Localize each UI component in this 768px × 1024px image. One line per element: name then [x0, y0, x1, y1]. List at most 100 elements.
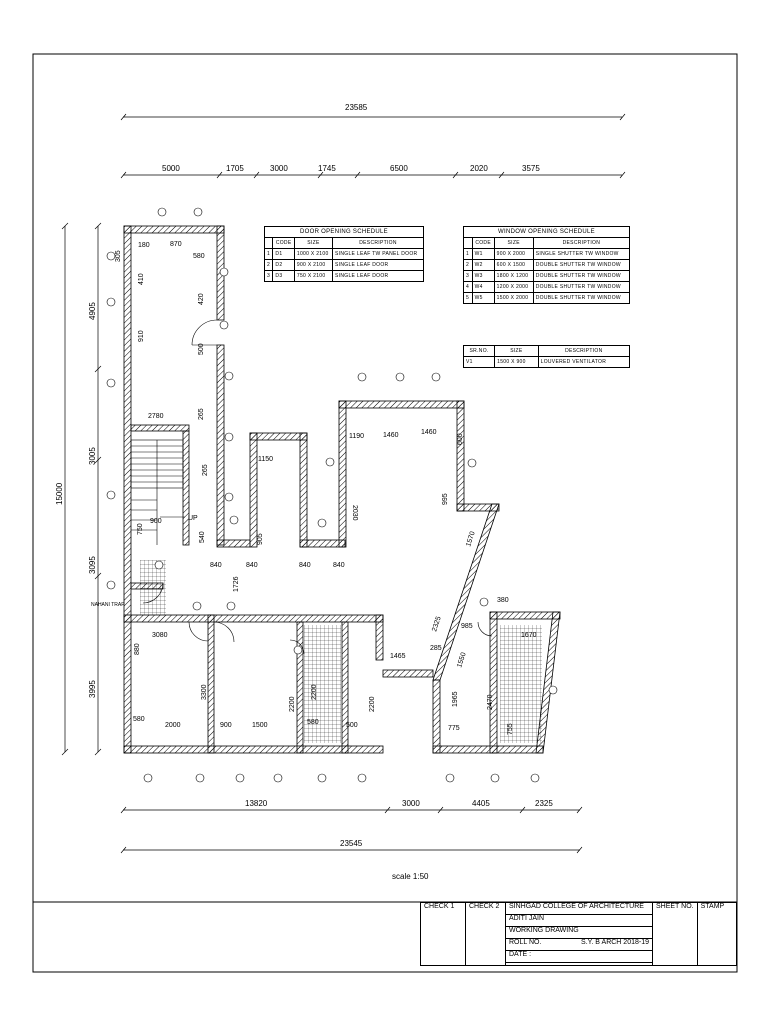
dim-top-6: 2020 [470, 164, 488, 173]
svg-text:1460: 1460 [383, 432, 399, 439]
svg-text:840: 840 [333, 562, 345, 569]
svg-text:1726: 1726 [233, 576, 240, 592]
toilet-tiles-1 [304, 625, 341, 743]
svg-text:755: 755 [507, 723, 514, 735]
svg-text:305: 305 [115, 250, 122, 262]
check2-cell: CHECK 2 [465, 902, 506, 966]
dimension-chain-top [120, 171, 626, 179]
svg-text:1465: 1465 [390, 653, 406, 660]
check1-cell: CHECK 1 [420, 902, 466, 966]
svg-text:750: 750 [137, 523, 144, 535]
svg-text:2470: 2470 [487, 694, 494, 710]
svg-text:2200: 2200 [311, 684, 318, 700]
svg-text:500: 500 [198, 343, 205, 355]
svg-text:2000: 2000 [165, 722, 181, 729]
svg-text:840: 840 [246, 562, 258, 569]
svg-text:900: 900 [150, 518, 162, 525]
svg-text:2325: 2325 [431, 616, 443, 633]
svg-text:775: 775 [448, 725, 460, 732]
svg-text:840: 840 [210, 562, 222, 569]
svg-text:580: 580 [193, 253, 205, 260]
svg-text:540: 540 [199, 531, 206, 543]
svg-text:995: 995 [442, 493, 449, 505]
svg-text:180: 180 [138, 242, 150, 249]
svg-text:580: 580 [133, 716, 145, 723]
scale-label: scale 1:50 [392, 872, 429, 881]
sheet-border [32, 53, 738, 973]
drawing-title: WORKING DRAWING [505, 926, 653, 939]
svg-text:600: 600 [457, 433, 464, 445]
svg-text:1550: 1550 [456, 652, 468, 669]
svg-text:265: 265 [198, 408, 205, 420]
svg-text:2200: 2200 [369, 696, 376, 712]
svg-text:3300: 3300 [201, 684, 208, 700]
svg-text:910: 910 [138, 330, 145, 342]
dim-bottom-4: 2325 [535, 799, 553, 808]
dim-bottom-1: 13820 [245, 799, 268, 808]
dim-left-overall: 15000 [55, 482, 64, 505]
stair-up-label: UP [188, 515, 198, 522]
svg-text:2780: 2780 [148, 413, 164, 420]
svg-text:1570: 1570 [465, 531, 477, 548]
svg-text:580: 580 [307, 719, 319, 726]
svg-text:420: 420 [198, 293, 205, 305]
dim-top-7: 3575 [522, 164, 540, 173]
svg-text:1460: 1460 [421, 429, 437, 436]
opening-tags [106, 207, 558, 783]
svg-text:2030: 2030 [351, 505, 358, 521]
dim-left-1: 4905 [88, 302, 97, 320]
svg-text:410: 410 [138, 273, 145, 285]
svg-text:985: 985 [461, 623, 473, 630]
dimension-chain-bottom [120, 806, 583, 854]
svg-text:380: 380 [497, 597, 509, 604]
svg-text:500: 500 [346, 722, 358, 729]
svg-text:1500: 1500 [252, 722, 268, 729]
svg-text:1965: 1965 [452, 691, 459, 707]
dim-top-2: 1705 [226, 164, 244, 173]
staircase [130, 439, 185, 545]
dim-text-overall-top: 23585 [345, 103, 368, 112]
svg-text:1150: 1150 [258, 456, 273, 463]
floor-plan-walls [123, 225, 561, 754]
dim-top-1: 5000 [162, 164, 180, 173]
svg-text:1190: 1190 [349, 433, 364, 440]
svg-text:905: 905 [257, 533, 264, 545]
dim-left-2: 3005 [88, 447, 97, 465]
sheet-no-cell: SHEET NO. [652, 902, 698, 966]
svg-text:1670: 1670 [521, 632, 537, 639]
svg-text:870: 870 [170, 241, 182, 248]
dim-left-3: 3095 [88, 556, 97, 574]
nahani-trap-label: NAHANI TRAP [91, 602, 125, 608]
date-field: DATE : [505, 950, 653, 963]
svg-text:285: 285 [430, 645, 442, 652]
student-name: ADITI JAIN [505, 914, 653, 927]
roll-class: ROLL NO.S.Y. B ARCH 2018-19 [505, 938, 653, 951]
svg-text:2200: 2200 [289, 696, 296, 712]
door-swings [142, 319, 493, 655]
dim-top-3: 3000 [270, 164, 288, 173]
room-dimensions: 180 870 580 305 410 420 910 500 2780 265… [115, 241, 537, 735]
dimension-left [61, 222, 102, 756]
svg-text:900: 900 [220, 722, 232, 729]
toilet-tiles-3 [140, 560, 166, 615]
dim-left-4: 3995 [88, 680, 97, 698]
stamp-cell: STAMP [696, 902, 738, 966]
dim-top-4: 1745 [318, 164, 336, 173]
dim-bottom-overall: 23545 [340, 839, 363, 848]
toilet-tiles-2 [500, 625, 542, 743]
dimension-overall-top [120, 113, 626, 121]
svg-text:3080: 3080 [152, 632, 168, 639]
